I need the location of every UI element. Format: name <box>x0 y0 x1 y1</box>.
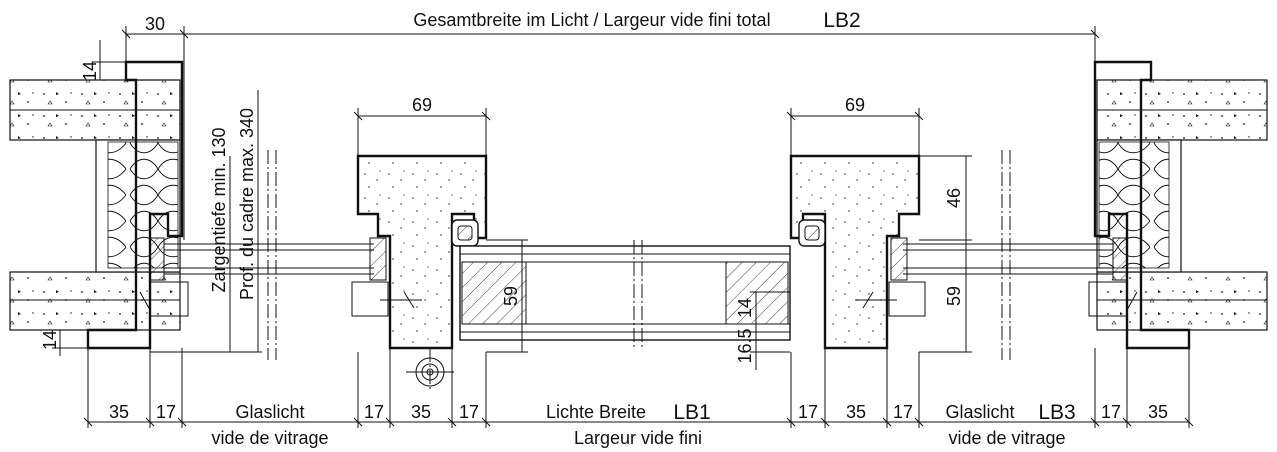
overall-width-title: Gesamtbreite im Licht / Largeur vide fin… <box>413 10 770 30</box>
left-wall <box>9 79 181 331</box>
frame-depth-fr-label: Prof. du cadre max. 340 <box>237 108 257 300</box>
dim-69-right-label: 69 <box>845 95 865 115</box>
dim-14-top-label: 14 <box>80 61 100 81</box>
bottom-dim-7: 35 <box>846 402 866 422</box>
bottom-dim-5: 17 <box>459 402 479 422</box>
dimension-lines <box>52 26 1194 428</box>
bottom-dim-8: 17 <box>893 402 913 422</box>
dim-30-label: 30 <box>145 14 165 34</box>
bottom-dim-3: 17 <box>364 402 384 422</box>
dim-16-5-label: 16.5 <box>735 328 755 363</box>
bottom-dimension-chain: 35 17 17 35 17 17 35 17 17 35 Glaslicht … <box>109 401 1168 448</box>
dim-14-bottom-label: 14 <box>40 330 60 350</box>
bottom-dim-4: 35 <box>411 402 431 422</box>
glaslicht-left-label: Glaslicht <box>235 402 304 422</box>
vide-de-vitrage-right-label: vide de vitrage <box>948 428 1065 448</box>
bottom-dim-9: 17 <box>1101 402 1121 422</box>
overall-width-code: LB2 <box>823 9 860 32</box>
bottom-dim-6: 17 <box>798 402 818 422</box>
right-mullion <box>789 154 926 350</box>
dim-69-left-label: 69 <box>412 95 432 115</box>
dim-46-label: 46 <box>944 188 964 208</box>
dimension-labels: 30 Gesamtbreite im Licht / Largeur vide … <box>40 9 964 364</box>
bottom-dim-1: 35 <box>109 402 129 422</box>
frame-depth-de-label: Zargentiefe min. 130 <box>209 127 229 292</box>
dim-59-right-label: 59 <box>944 286 964 306</box>
dim-14-mid-label: 14 <box>735 298 755 318</box>
glaslicht-right-code: LB3 <box>1038 401 1075 424</box>
glaslicht-right-label: Glaslicht <box>945 402 1014 422</box>
left-mullion <box>351 154 488 392</box>
dim-59-left-label: 59 <box>501 286 521 306</box>
door-leaf <box>459 245 791 341</box>
bottom-dim-2: 17 <box>156 402 176 422</box>
lichte-breite-label: Lichte Breite <box>546 402 646 422</box>
glazing-lines <box>164 150 1113 360</box>
lichte-breite-code: LB1 <box>673 401 710 424</box>
vide-de-vitrage-left-label: vide de vitrage <box>211 428 328 448</box>
left-frame-profile <box>86 60 189 350</box>
right-wall <box>1096 79 1268 331</box>
largeur-vide-fini-label: Largeur vide fini <box>574 428 702 448</box>
bottom-dim-10: 35 <box>1148 402 1168 422</box>
right-frame-profile <box>1088 60 1191 350</box>
